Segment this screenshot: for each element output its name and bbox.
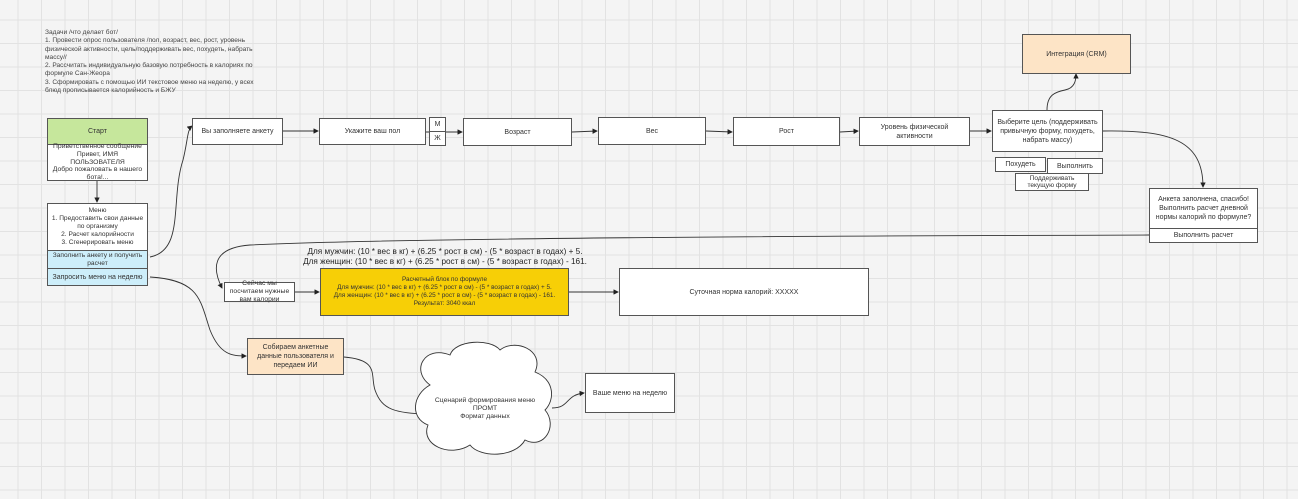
calc-intro-node[interactable]: Сейчас мы посчитаем нужные вам калории [224, 280, 295, 303]
gender-male-option[interactable]: М [429, 117, 446, 132]
ai-scenario-cloud[interactable]: Сценарий формирования меню ПРОМТ Формат … [434, 397, 536, 420]
menu-node[interactable]: Меню 1. Предоставить свои данные по орга… [47, 203, 148, 251]
formula-men: Для мужчин: (10 * вес в кг) + (6.25 * ро… [307, 247, 583, 256]
daily-calories-node[interactable]: Суточная норма калорий: XXXXX [619, 268, 869, 316]
collect-data-node[interactable]: Собираем анкетные данные пользователя и … [247, 338, 344, 375]
weekly-menu-node[interactable]: Ваше меню на неделю [585, 373, 675, 413]
connector [705, 129, 733, 135]
goal-lose-option[interactable]: Похудеть [995, 157, 1046, 172]
menu-option-fill-form[interactable]: Заполнить анкету и получить расчет [47, 250, 148, 269]
goal-keep-option[interactable]: Поддерживать текущую форму [1015, 173, 1089, 191]
gender-female-option[interactable]: Ж [429, 131, 446, 146]
calc-block-node[interactable]: Расчетный блок по формуле Для мужчин: (1… [320, 268, 569, 316]
crm-integration-node[interactable]: Интеграция (CRM) [1022, 34, 1131, 74]
goal-do-option[interactable]: Выполнить [1047, 158, 1103, 174]
connector [551, 390, 585, 409]
menu-option-request-menu[interactable]: Запросить меню на неделю [47, 268, 148, 286]
weight-node[interactable]: Вес [598, 117, 706, 145]
connector [571, 128, 598, 134]
connector [149, 125, 193, 258]
formula-women: Для женщин: (10 * вес в кг) + (6.25 * ро… [303, 256, 587, 266]
welcome-message[interactable]: Приветственное сообщение Привет, ИМЯ ПОЛ… [47, 143, 148, 181]
run-calc-button[interactable]: Выполнить расчет [1149, 228, 1258, 243]
gender-node[interactable]: Укажите ваш пол [319, 118, 426, 145]
form-done-node[interactable]: Анкета заполнена, спасибо! Выполнить рас… [1149, 188, 1258, 229]
task-notes: Задачи /что делает бот/ 1. Провести опро… [45, 29, 254, 95]
formula-text: Для мужчин: (10 * вес в кг) + (6.25 * ро… [260, 247, 630, 266]
connector [1102, 130, 1206, 188]
connector [149, 276, 247, 359]
start-node[interactable]: Старт [47, 118, 148, 145]
connector [1046, 73, 1079, 111]
connector [215, 234, 1150, 289]
goal-node[interactable]: Выберите цель (поддерживать привычную фо… [992, 110, 1103, 152]
fill-form-node[interactable]: Вы заполняете анкету [192, 118, 283, 145]
age-node[interactable]: Возраст [463, 118, 572, 146]
connector [839, 128, 859, 134]
connector [343, 356, 429, 417]
cloud-shape [415, 341, 552, 455]
activity-node[interactable]: Уровень физической активности [859, 117, 970, 146]
height-node[interactable]: Рост [733, 117, 840, 146]
start-title: Старт [87, 128, 108, 135]
